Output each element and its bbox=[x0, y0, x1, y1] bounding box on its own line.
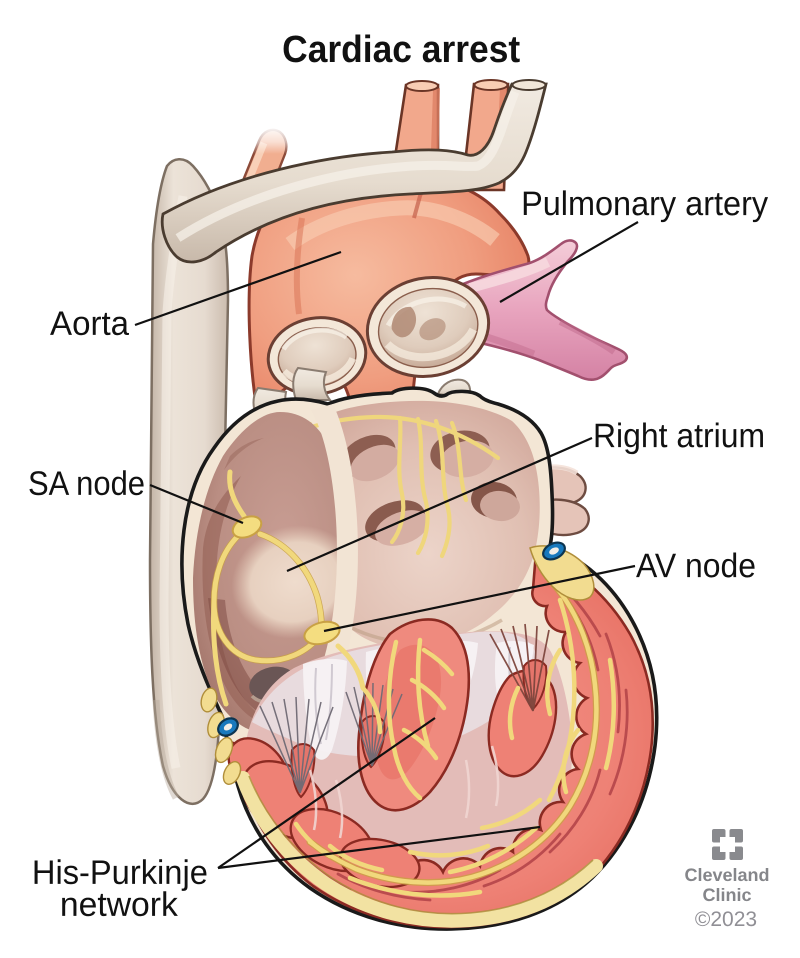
svg-text:Right atrium: Right atrium bbox=[593, 417, 765, 455]
svg-text:Clinic: Clinic bbox=[702, 885, 751, 905]
svg-text:Pulmonary artery: Pulmonary artery bbox=[521, 185, 768, 223]
svg-text:AV node: AV node bbox=[636, 547, 756, 585]
svg-text:His-Purkinje: His-Purkinje bbox=[32, 854, 208, 892]
svg-text:Cleveland: Cleveland bbox=[684, 865, 769, 885]
svg-text:Cardiac arrest: Cardiac arrest bbox=[282, 29, 520, 71]
svg-text:Aorta: Aorta bbox=[50, 305, 129, 343]
svg-text:©2023: ©2023 bbox=[695, 908, 757, 931]
svg-text:SA node: SA node bbox=[28, 465, 145, 503]
svg-text:network: network bbox=[60, 886, 179, 924]
